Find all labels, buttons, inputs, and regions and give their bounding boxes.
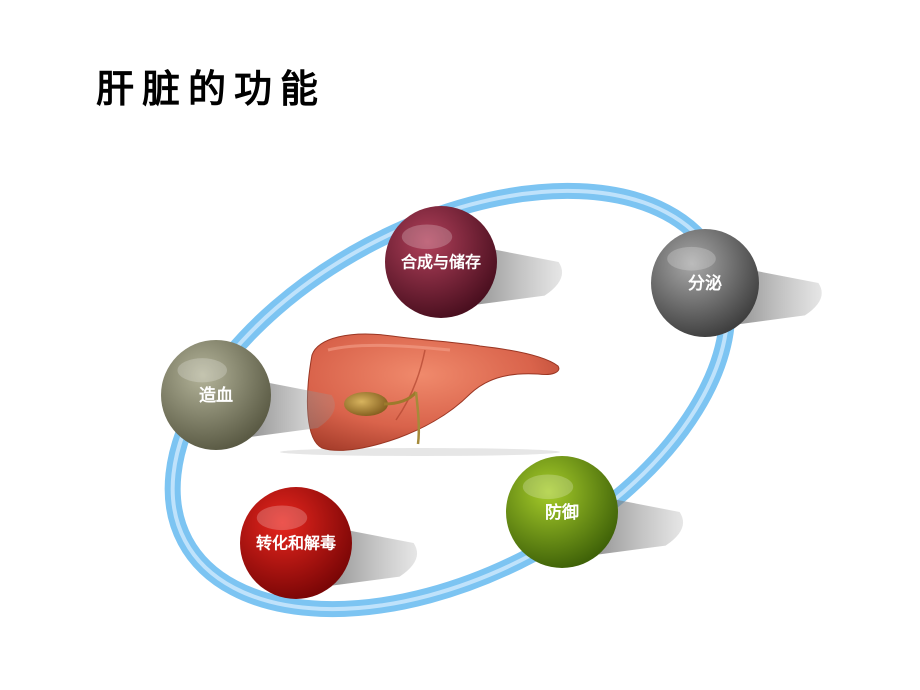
node-sphere [651,229,759,337]
node-label: 造血 [199,385,233,406]
node-synthesis: 合成与储存 [385,206,563,318]
node-sphere [240,487,352,599]
slide-title: 肝脏的功能 [96,67,327,111]
node-highlight [522,474,574,500]
node-label: 防御 [545,502,579,523]
node-hematopoiesis: 造血 [161,340,335,450]
node-sphere [385,206,497,318]
node-secretion: 分泌 [651,229,822,337]
node-highlight [256,505,308,531]
node-sphere [161,340,271,450]
node-label: 分泌 [688,273,722,294]
node-label: 合成与储存 [401,253,481,272]
node-label: 转化和解毒 [256,534,336,553]
node-highlight [401,224,453,250]
node-highlight [667,246,716,271]
node-defense: 防御 [506,456,684,568]
node-detox: 转化和解毒 [240,487,418,599]
liver-illustration [280,333,560,456]
node-sphere [506,456,618,568]
node-highlight [177,358,227,383]
